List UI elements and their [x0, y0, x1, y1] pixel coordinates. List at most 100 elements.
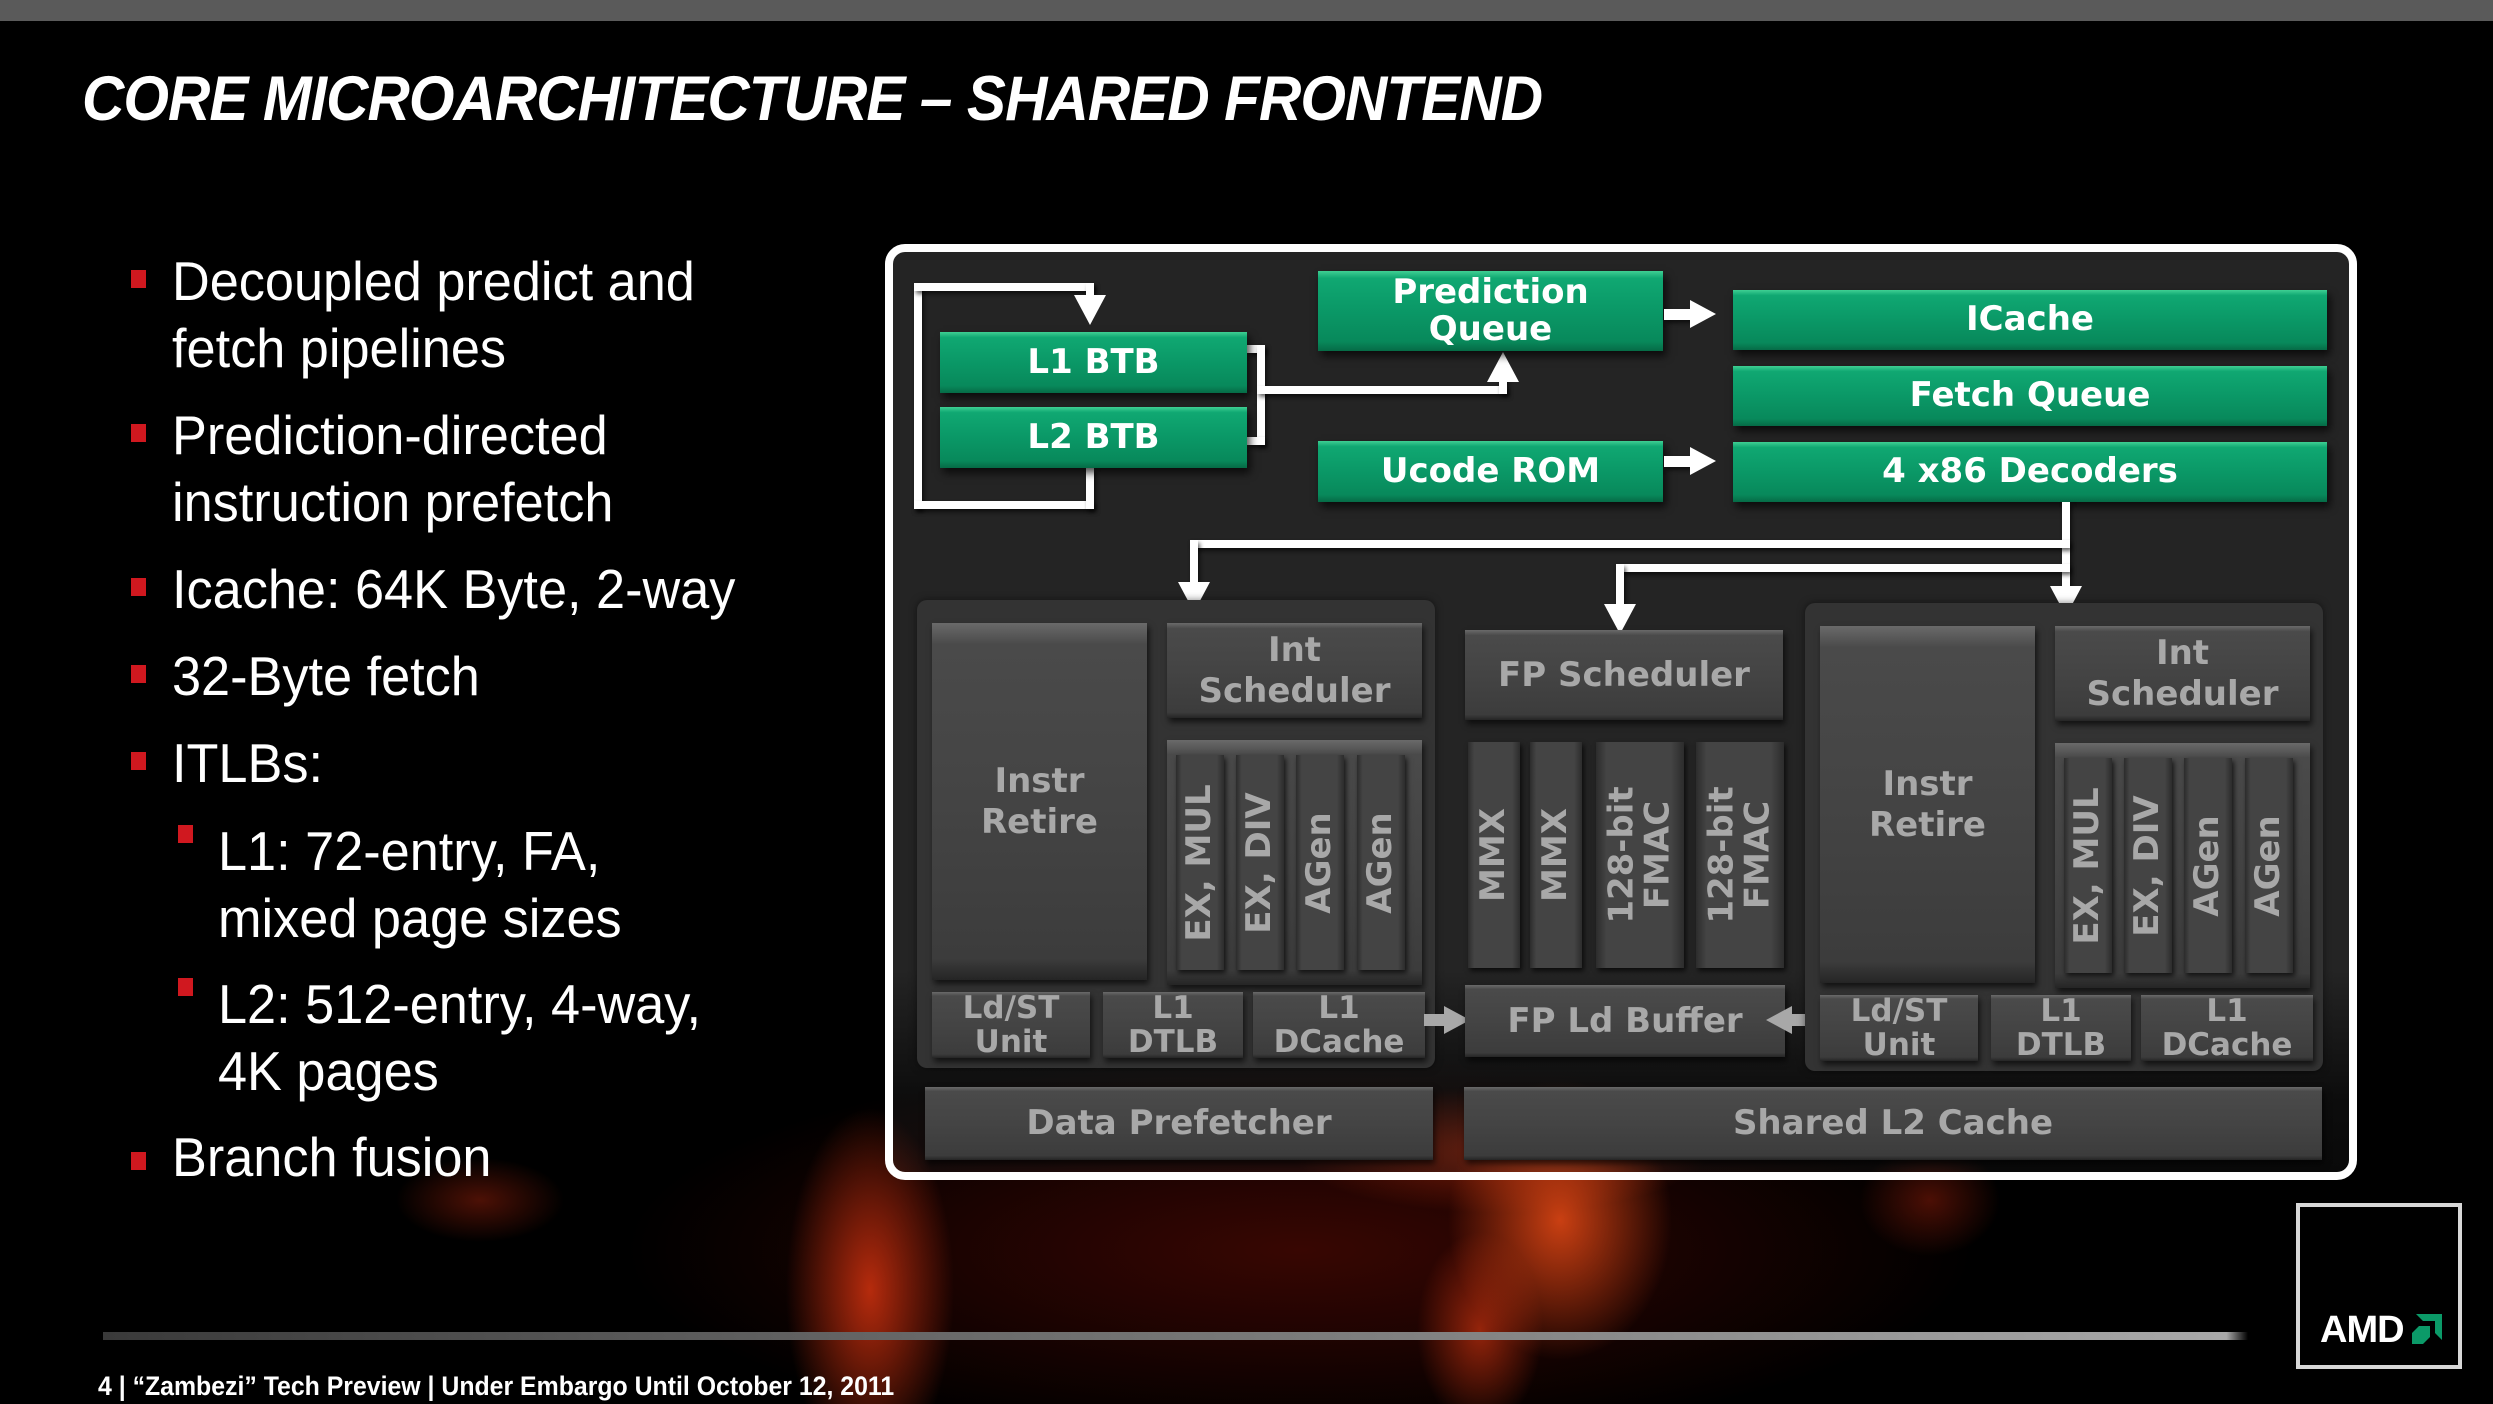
bullet-item: ITLBs: [172, 730, 323, 797]
arrow-down-icon [1074, 295, 1106, 325]
block-label: Unit [1862, 1027, 1936, 1063]
bullet-line: Icache: 64K Byte, 2-way [172, 558, 736, 620]
bullet-marker [131, 752, 146, 770]
dispatch-wire [1616, 564, 1624, 608]
bullet-item: Prediction-directed instruction prefetch [172, 402, 613, 536]
fp-unit: MMX [1530, 742, 1582, 968]
bullet-line: Prediction-directed [172, 404, 608, 466]
amd-arrow-icon [2412, 1314, 2442, 1344]
bullet-item: Decoupled predict and fetch pipelines [172, 248, 695, 382]
l1-dtlb-block: L1 DTLB [1103, 991, 1243, 1060]
bullet-line: 4K pages [218, 1040, 439, 1102]
btb-loop-wire [914, 283, 1094, 291]
sub-bullet-item: L1: 72-entry, FA, mixed page sizes [218, 818, 622, 952]
unit-label: AGen [1299, 811, 1340, 914]
block-label: Int [1267, 629, 1322, 670]
arrow-shaft [1664, 456, 1692, 467]
bullet-marker [131, 665, 146, 683]
block-label: DCache [1273, 1024, 1405, 1060]
ldst-unit-block: Ld/ST Unit [932, 989, 1090, 1059]
arrow-right-icon [1690, 300, 1716, 328]
dispatch-wire [1616, 564, 2070, 572]
exec-unit: EX, MUL [2064, 758, 2112, 973]
decoders-block: 4 x86 Decoders [1733, 442, 2327, 502]
unit-label: AGen [2187, 814, 2228, 917]
bullet-line: mixed page sizes [218, 887, 622, 949]
block-label: Ld/ST [962, 989, 1060, 1026]
bullet-line: instruction prefetch [172, 471, 614, 533]
block-label: Scheduler [1198, 670, 1391, 711]
fp-unit: MMX [1468, 742, 1520, 968]
bullet-line: Branch fusion [172, 1126, 492, 1188]
int-scheduler-block: Int Scheduler [2055, 626, 2310, 721]
block-label: Retire [981, 801, 1098, 842]
fetch-queue-block: Fetch Queue [1733, 366, 2327, 426]
block-label: Scheduler [2086, 673, 2279, 714]
unit-label: AGen [1360, 811, 1401, 914]
bullet-line: L2: 512-entry, 4-way, [218, 973, 702, 1035]
bracket-wire [1247, 345, 1265, 353]
icache-block: ICache [1733, 290, 2327, 350]
unit-label: EX, MUL [1179, 783, 1220, 942]
bullet-line: Decoupled predict and [172, 250, 695, 312]
btb-loop-wire [914, 283, 922, 509]
block-label: Instr [994, 760, 1085, 801]
bullet-line: ITLBs: [172, 732, 323, 794]
bullet-item: Icache: 64K Byte, 2-way [172, 556, 735, 623]
footer-text: 4 | “Zambezi” Tech Preview | Under Embar… [98, 1371, 895, 1401]
bullet-marker [131, 424, 146, 442]
exec-unit: EX, DIV [1236, 755, 1284, 970]
arrow-up-icon [1487, 352, 1519, 382]
prediction-queue-block: Prediction Queue [1318, 271, 1663, 351]
instr-retire-block: Instr Retire [1820, 626, 2035, 983]
sub-bullet-marker [178, 825, 193, 843]
bullet-line: L1: 72-entry, FA, [218, 820, 601, 882]
l1-btb-block: L1 BTB [940, 332, 1247, 393]
top-bar [0, 0, 2493, 21]
block-label: DTLB [1127, 1024, 1219, 1060]
bullet-item: 32-Byte fetch [172, 643, 480, 710]
block-label: Retire [1869, 804, 1986, 845]
bracket-wire [1247, 437, 1265, 445]
btb-loop-wire [1086, 283, 1094, 303]
l1-dcache-block: L1 DCache [1253, 989, 1425, 1060]
exec-unit: EX, MUL [1176, 755, 1224, 970]
block-label: DTLB [2015, 1027, 2107, 1063]
bullet-item: Branch fusion [172, 1124, 491, 1191]
block-label: Prediction [1392, 271, 1589, 312]
unit-label: EX, DIV [1239, 791, 1280, 934]
btb-loop-wire [914, 501, 1094, 509]
bullet-marker [131, 1152, 146, 1170]
unit-label-line: 128-bit [1601, 786, 1642, 924]
bracket-wire [1499, 372, 1507, 394]
unit-label: EX, MUL [2067, 786, 2108, 945]
arrow-down-icon [1604, 604, 1636, 634]
slide-title: CORE MICROARCHITECTURE – SHARED FRONTEND [82, 64, 1543, 134]
sub-bullet-marker [178, 978, 193, 996]
dispatch-wire [1190, 540, 1198, 585]
bullet-marker [131, 578, 146, 596]
bullet-line: 32-Byte fetch [172, 645, 480, 707]
unit-label: MMX [1473, 808, 1514, 902]
bullet-marker [131, 270, 146, 288]
exec-unit: AGen [2184, 758, 2232, 973]
block-label: Int [2155, 632, 2210, 673]
bullet-line: fetch pipelines [172, 317, 507, 379]
block-label: DCache [2161, 1027, 2293, 1063]
logo-text: AMD [2320, 1309, 2405, 1351]
ucode-rom-block: Ucode ROM [1318, 441, 1663, 502]
unit-label: EX, DIV [2127, 794, 2168, 937]
block-label: Queue [1428, 309, 1553, 349]
exec-unit: AGen [1296, 755, 1344, 970]
sub-bullet-item: L2: 512-entry, 4-way, 4K pages [218, 971, 701, 1105]
dispatch-wire [2062, 502, 2070, 594]
unit-label: MMX [1535, 808, 1576, 902]
arrow-right-icon [1690, 447, 1716, 475]
l2-btb-block: L2 BTB [940, 407, 1247, 468]
fp-ld-buffer-block: FP Ld Buffer [1465, 985, 1785, 1057]
block-label: L1 [1318, 989, 1360, 1026]
l1-dcache-block: L1 DCache [2141, 994, 2313, 1063]
